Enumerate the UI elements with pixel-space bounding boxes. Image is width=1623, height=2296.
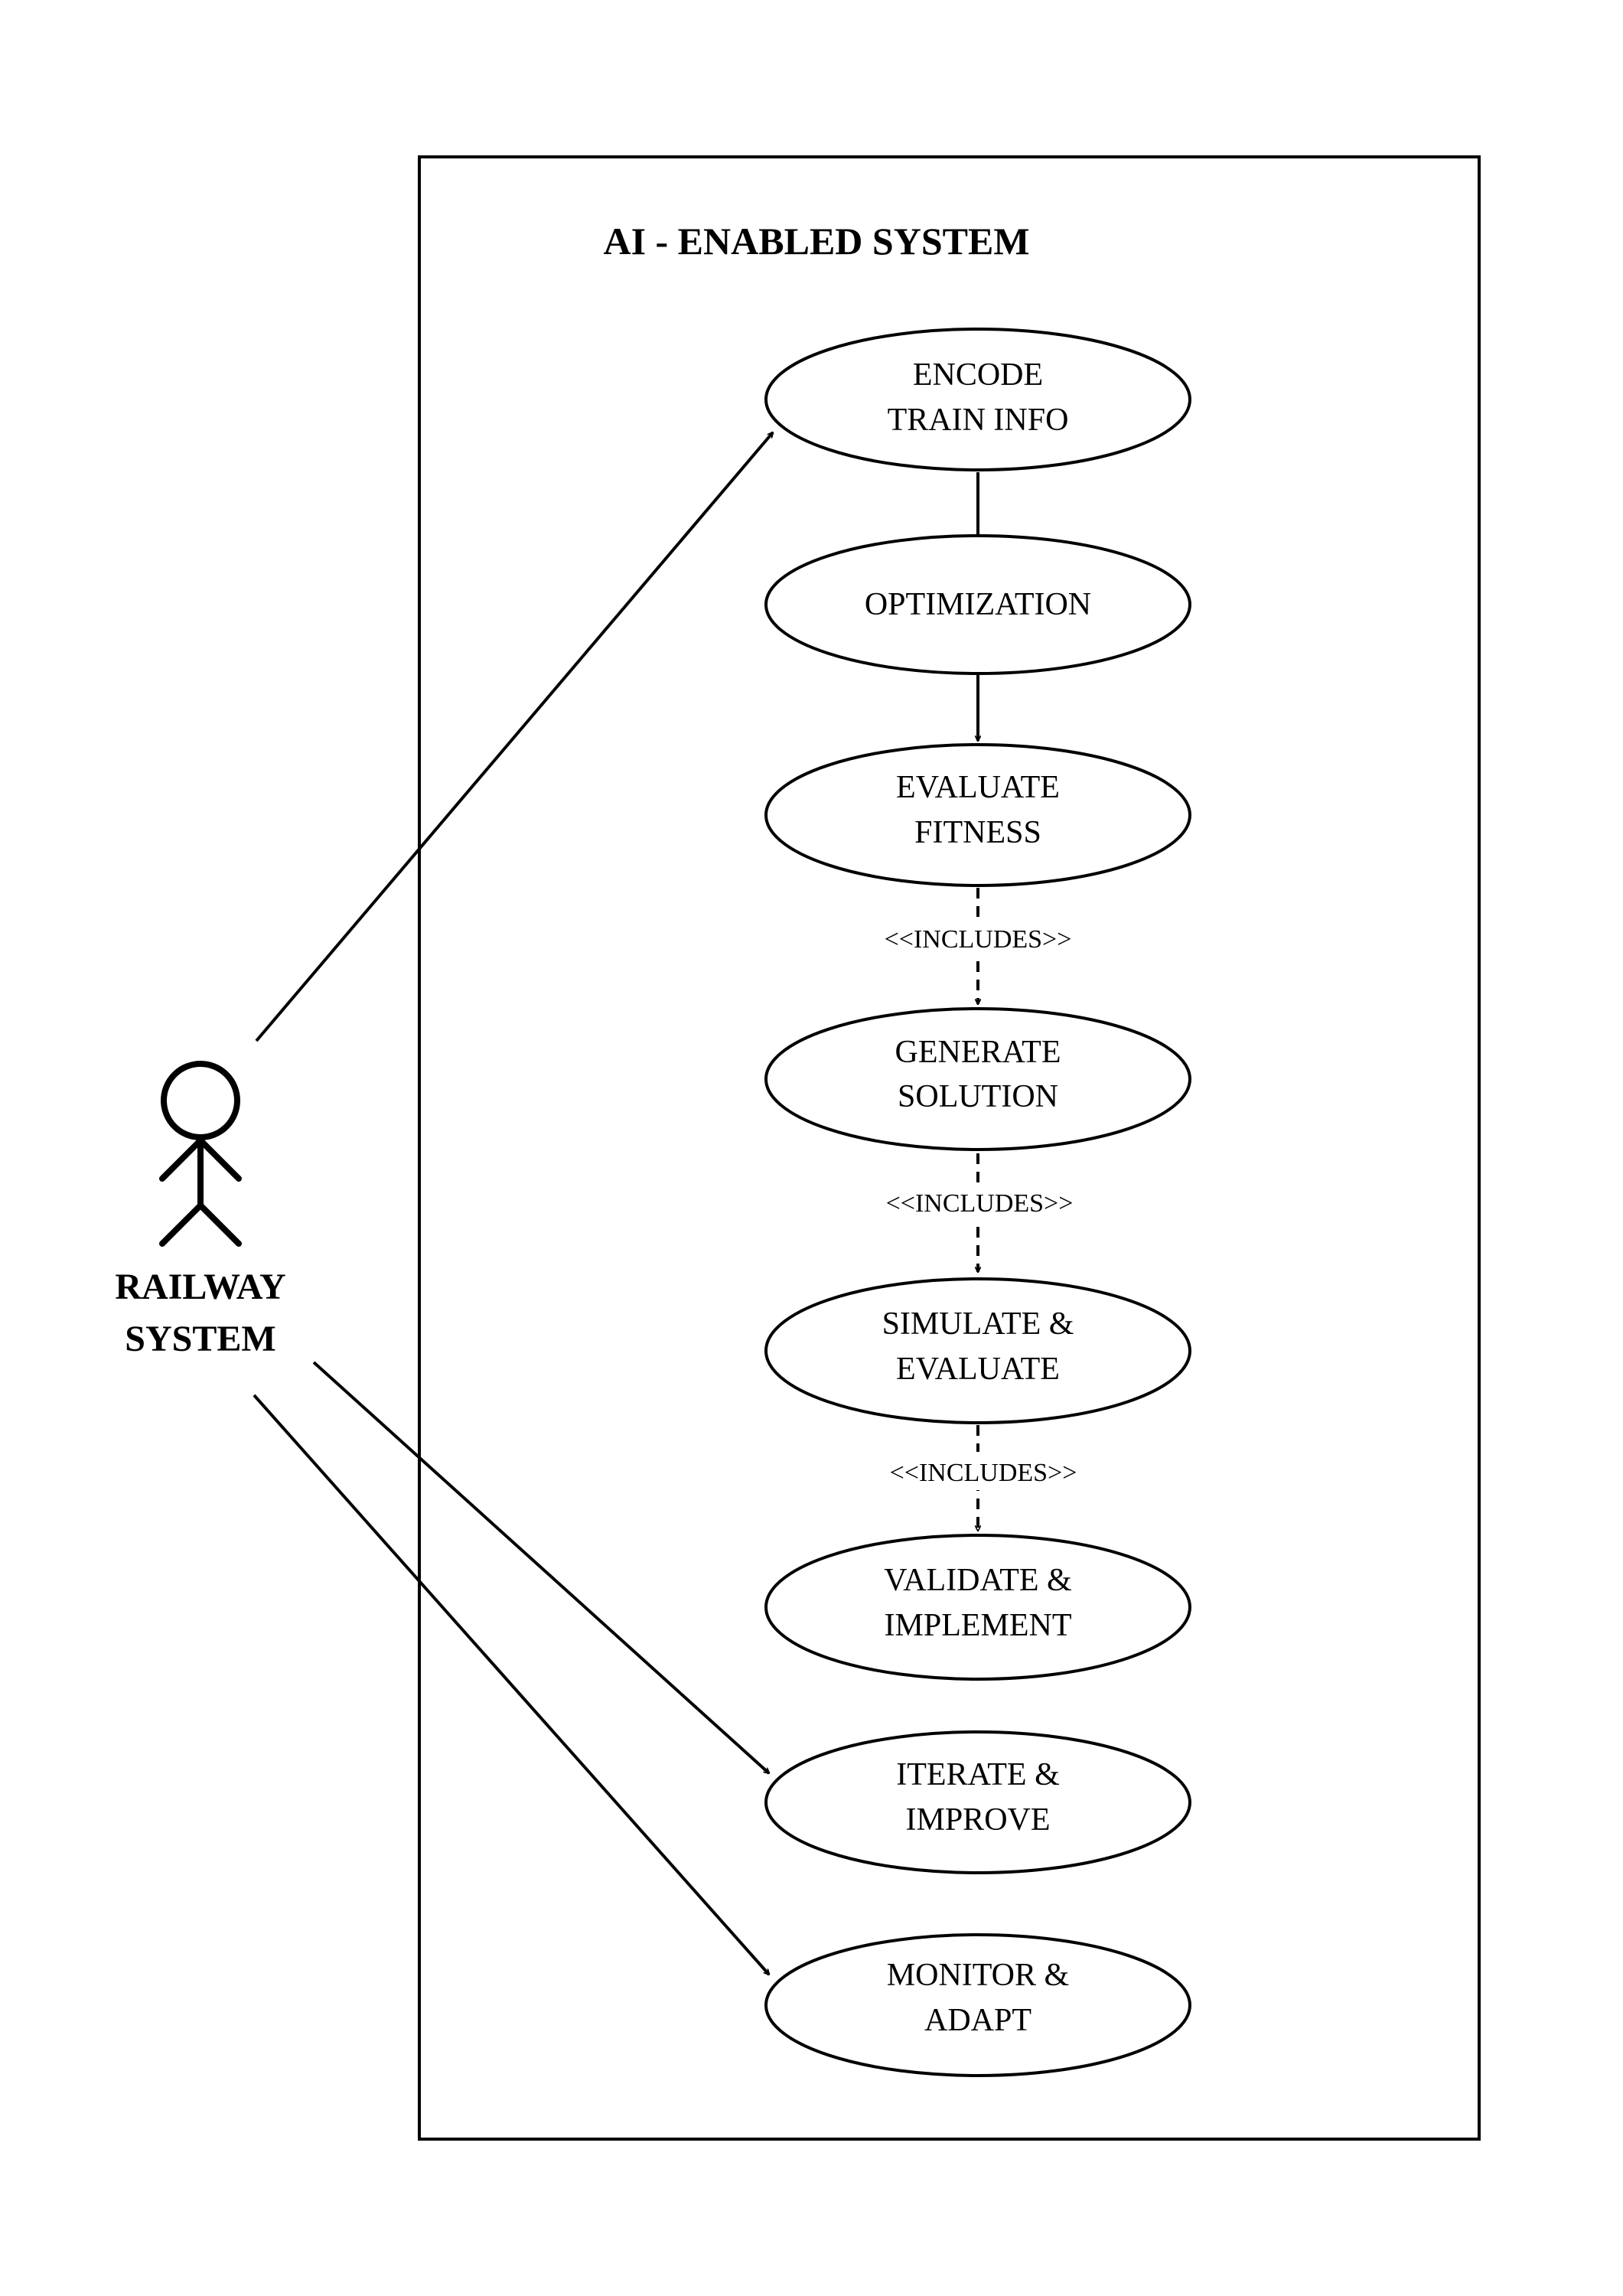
actor-leg-left — [159, 1202, 204, 1247]
use-case-iterate-label-2: IMPROVE — [905, 1802, 1050, 1838]
actor-leg-right — [197, 1202, 242, 1247]
system-title: AI - ENABLED SYSTEM — [603, 220, 1029, 263]
actor-label-line1: RAILWAY — [115, 1267, 285, 1307]
use-case-optimize-label-1: OPTIMIZATION — [865, 587, 1091, 622]
use-case-monitor-label-2: ADAPT — [924, 2003, 1031, 2038]
use-case-optimize — [764, 534, 1191, 675]
use-case-iterate-label-1: ITERATE & — [896, 1757, 1059, 1792]
use-case-fitness — [764, 743, 1191, 887]
includes-label-1: <<INCLUDES>> — [885, 925, 1072, 954]
use-case-monitor — [764, 1933, 1191, 2077]
use-case-encode — [764, 328, 1191, 471]
use-case-monitor-label-1: MONITOR & — [887, 1958, 1069, 1993]
use-case-encode-label-2: TRAIN INFO — [888, 403, 1069, 438]
actor-label-line2: SYSTEM — [125, 1319, 275, 1359]
use-case-simulate — [764, 1277, 1191, 1424]
use-case-simulate-label-2: EVALUATE — [896, 1352, 1060, 1387]
use-case-iterate — [764, 1730, 1191, 1874]
association-monitor — [253, 1394, 769, 1975]
use-case-generate — [764, 1007, 1191, 1151]
actor-arm-right — [197, 1137, 242, 1182]
use-case-generate-label-1: GENERATE — [895, 1035, 1061, 1070]
use-case-generate-label-2: SOLUTION — [898, 1079, 1058, 1114]
system-boundary — [418, 155, 1481, 2141]
association-encode — [255, 432, 773, 1042]
use-case-fitness-label-1: EVALUATE — [896, 770, 1060, 805]
use-case-encode-label-1: ENCODE — [913, 357, 1043, 393]
use-case-validate — [764, 1534, 1191, 1681]
use-case-validate-label-1: VALIDATE & — [884, 1563, 1071, 1598]
actor-arm-left — [159, 1137, 204, 1182]
use-case-validate-label-2: IMPLEMENT — [885, 1608, 1072, 1643]
association-iterate — [312, 1361, 769, 1773]
use-case-fitness-label-2: FITNESS — [914, 815, 1041, 850]
actor-head — [161, 1061, 240, 1140]
use-case-simulate-label-1: SIMULATE & — [882, 1306, 1074, 1342]
actor-railway-system — [159, 1061, 242, 1247]
includes-label-2: <<INCLUDES>> — [886, 1189, 1074, 1218]
includes-label-3: <<INCLUDES>> — [890, 1459, 1077, 1487]
